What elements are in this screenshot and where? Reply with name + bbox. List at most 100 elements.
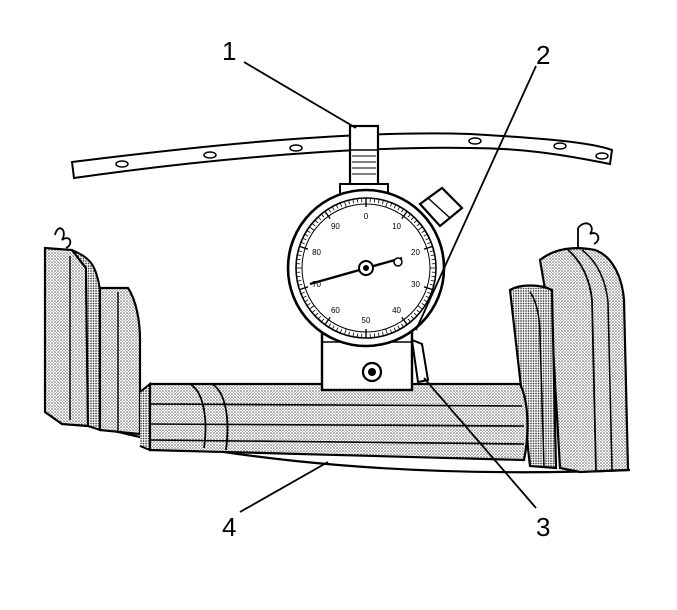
dial-tick — [306, 230, 311, 233]
dial-tick — [393, 204, 397, 209]
revolution-counter — [393, 257, 403, 267]
dial-tick — [421, 230, 426, 233]
callout-1: 1 — [222, 36, 236, 66]
dial-tick — [430, 279, 435, 282]
dial-tick — [430, 254, 435, 257]
dial-tick — [407, 318, 411, 323]
rim-holes — [115, 137, 609, 168]
dial-tick — [429, 284, 434, 286]
dial-tick — [425, 237, 430, 241]
dial-tick — [335, 204, 339, 209]
indicator-plunger — [410, 338, 430, 384]
dial-tick — [431, 275, 436, 278]
dial-tick — [429, 250, 434, 252]
dial-tick — [413, 312, 418, 317]
dial-tick — [373, 333, 376, 338]
dial-tick — [321, 213, 325, 218]
dial-tick — [377, 332, 380, 337]
dial-tick — [401, 210, 408, 220]
dial-tick — [317, 315, 322, 320]
dial-tick — [324, 210, 331, 220]
dial-tick — [416, 309, 421, 313]
dial-tick — [309, 305, 315, 310]
dial-tick — [401, 208, 404, 213]
dial-tick — [423, 245, 433, 250]
dial-tick — [309, 226, 315, 231]
dial-tick — [356, 198, 359, 203]
dial-tick — [382, 331, 384, 336]
dial-tick — [321, 318, 325, 323]
dial-tick — [300, 241, 305, 245]
dial-tick — [298, 284, 303, 286]
dial-tick — [297, 279, 302, 282]
left-bearing-cap — [43, 227, 142, 436]
dial-tick — [339, 329, 343, 334]
dial-tick — [431, 258, 436, 261]
dial-tick — [304, 299, 309, 303]
dial-number: 10 — [392, 222, 401, 231]
dial-number: 70 — [312, 280, 321, 289]
dial-tick — [352, 199, 355, 204]
dial-tick — [401, 323, 404, 328]
dial-tick — [377, 199, 380, 204]
dial-tick — [413, 219, 418, 224]
dial-tick — [304, 233, 309, 237]
dial-tick — [311, 223, 316, 227]
dial-tick — [401, 316, 408, 326]
dial-tick — [423, 299, 428, 303]
dial-number: 0 — [364, 212, 369, 221]
ring-gear-rim — [70, 132, 614, 180]
dial-tick — [324, 316, 331, 326]
bezel-lock-knob — [418, 186, 464, 228]
dial-tick — [298, 250, 303, 252]
dial-tick — [417, 226, 423, 231]
dial-number: 60 — [331, 306, 340, 315]
dial-number: 90 — [331, 222, 340, 231]
dial-tick — [385, 328, 389, 335]
dial-tick — [382, 200, 384, 205]
dial-tick — [421, 303, 426, 306]
dial-tick — [407, 213, 411, 218]
dial-tick — [427, 291, 432, 295]
callout-3: 3 — [536, 512, 550, 542]
dial-tick — [299, 286, 309, 291]
dial-tick — [410, 216, 415, 221]
dial-tick — [348, 200, 350, 205]
dial-tick — [296, 258, 301, 261]
dial-number: 20 — [411, 248, 420, 257]
dial-number: 80 — [312, 248, 321, 257]
dial-tick — [335, 327, 339, 332]
dial-tick — [389, 329, 393, 334]
dial-needle — [309, 256, 403, 286]
dial-tick — [306, 303, 311, 306]
dial-number: 40 — [392, 306, 401, 315]
dial-tick — [297, 254, 302, 257]
dial-tick — [311, 309, 316, 313]
dial-tick — [331, 206, 335, 211]
dial-tick — [385, 201, 389, 208]
dial-tick — [328, 208, 331, 213]
dial-tick — [410, 315, 415, 320]
dial-tick — [317, 216, 322, 221]
dial-tick — [416, 223, 421, 227]
dial-tick — [356, 333, 359, 338]
dial-tick — [296, 275, 301, 278]
dial-tick — [423, 286, 433, 291]
dial-tick — [302, 295, 307, 299]
dial-tick — [343, 201, 347, 208]
dial-tick — [314, 312, 319, 317]
dial-ticks — [296, 198, 436, 338]
dial-tick — [314, 219, 319, 224]
dial-tick — [425, 295, 430, 299]
callout-4: 4 — [222, 512, 236, 542]
dial-tick — [397, 325, 401, 330]
leader-lines — [239, 61, 537, 513]
dial-tick — [393, 327, 397, 332]
dial-number: 30 — [411, 280, 420, 289]
dial-tick — [397, 206, 401, 211]
dial-tick — [389, 202, 393, 207]
right-bearing-cap — [508, 222, 630, 474]
dial-tick — [300, 291, 305, 295]
